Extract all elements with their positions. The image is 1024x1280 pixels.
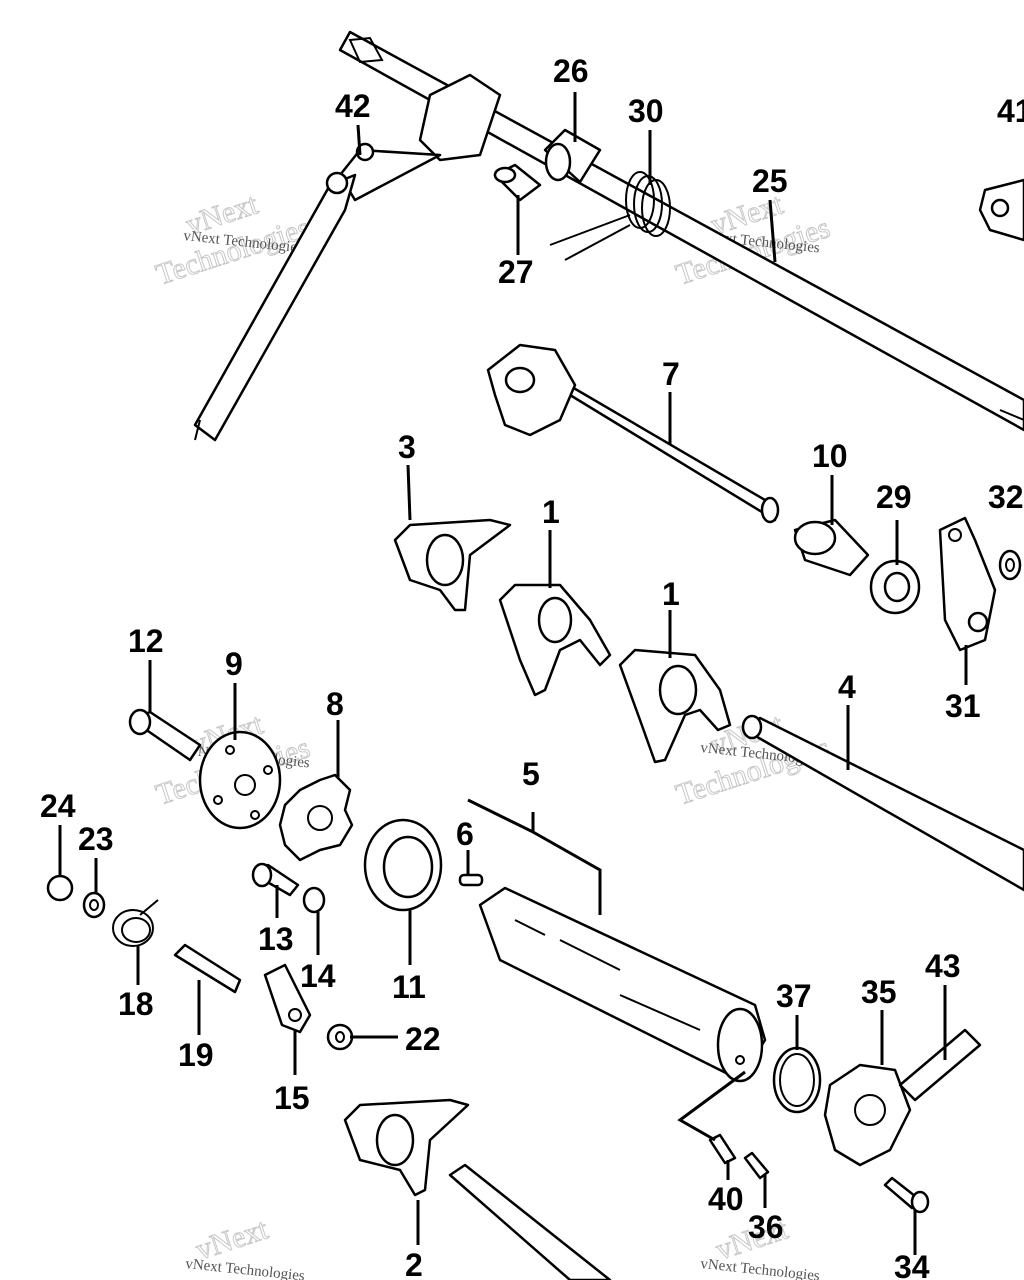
label-part-25: 25	[752, 163, 788, 199]
label-part-8: 8	[326, 686, 344, 722]
label-part-35: 35	[861, 974, 897, 1010]
part-15-stopper-arm	[263, 963, 312, 1034]
label-part-11: 11	[392, 969, 426, 1005]
label-part-36: 36	[748, 1209, 784, 1245]
label-part-12: 12	[128, 623, 164, 659]
part-34-screw	[883, 1176, 930, 1214]
label-part-22: 22	[405, 1021, 441, 1057]
part-41-bracket	[978, 178, 1024, 242]
label-part-5: 5	[522, 756, 540, 792]
part-32-washer	[998, 549, 1022, 581]
label-part-29: 29	[876, 479, 912, 515]
watermark-small: vNext Technologies	[185, 1256, 306, 1280]
part-8-star-cam	[278, 773, 354, 862]
label-part-18: 18	[118, 986, 154, 1022]
part-31-lever-arm	[938, 516, 997, 652]
part-10-sleeve	[793, 518, 870, 577]
label-part-34: 34	[894, 1249, 930, 1280]
part-29-oil-seal	[869, 559, 921, 615]
part-6-pin	[458, 873, 484, 887]
leader-lines	[58, 92, 968, 1255]
label-part-41: 41	[997, 93, 1024, 129]
part-2-shift-fork	[343, 1098, 612, 1280]
label-part-32: 32	[988, 479, 1024, 515]
label-part-14: 14	[300, 958, 336, 994]
label-part-1b: 1	[662, 576, 680, 612]
part-23-washer	[82, 891, 106, 919]
part-42-shift-arm	[193, 73, 502, 442]
label-part-9: 9	[225, 646, 243, 682]
part-27-bolt	[493, 163, 542, 202]
part-25-shift-spindle	[338, 30, 1024, 432]
part-9-plate	[198, 730, 282, 830]
label-part-43: 43	[925, 948, 961, 984]
label-part-3: 3	[398, 429, 416, 465]
label-part-31: 31	[945, 688, 981, 724]
label-part-30: 30	[628, 93, 664, 129]
part-labels: 26 30 25 42 41 27 7 10 3 29 32 1 1 12 9 …	[40, 53, 1024, 1280]
watermark-small: vNext Technologies	[700, 1256, 821, 1280]
part-14-washer	[302, 886, 326, 914]
label-part-26: 26	[553, 53, 589, 89]
part-1b-shift-fork	[618, 648, 732, 764]
part-11-bearing	[363, 818, 443, 912]
label-part-7: 7	[662, 356, 680, 392]
watermark-group-bottom-left: vNext vNext Technologies	[185, 1212, 306, 1280]
label-part-42: 42	[335, 88, 371, 124]
part-30-return-spring	[549, 171, 671, 261]
part-4-fork-shaft	[741, 714, 1024, 892]
label-part-13: 13	[258, 921, 294, 957]
part-5-shift-drum	[478, 886, 767, 1083]
part-3-shift-fork	[393, 518, 512, 612]
part-43-wire-lead	[898, 1028, 982, 1102]
part-22-washer	[326, 1023, 354, 1051]
label-part-1a: 1	[542, 494, 560, 530]
label-part-4: 4	[838, 669, 856, 705]
part-7-shift-shaft	[486, 343, 780, 524]
label-part-2: 2	[405, 1247, 423, 1280]
part-35-sensor-housing	[823, 1063, 912, 1167]
part-12-bolt	[128, 708, 202, 762]
label-part-19: 19	[178, 1037, 214, 1073]
label-part-24: 24	[40, 788, 76, 824]
part-24-nut	[46, 874, 74, 902]
part-26-collar	[543, 128, 602, 184]
label-part-37: 37	[776, 978, 812, 1014]
part-19-stud	[173, 943, 242, 994]
part-36-pin	[743, 1151, 770, 1180]
label-part-40: 40	[708, 1181, 744, 1217]
label-part-6: 6	[456, 816, 474, 852]
label-part-15: 15	[274, 1080, 310, 1116]
label-part-27: 27	[498, 254, 534, 290]
part-37-o-ring	[772, 1046, 822, 1114]
part-18-spring	[112, 899, 159, 947]
label-part-10: 10	[812, 438, 848, 474]
part-40-spring	[708, 1133, 737, 1165]
part-1a-shift-fork	[498, 583, 612, 697]
label-part-23: 23	[78, 821, 114, 857]
